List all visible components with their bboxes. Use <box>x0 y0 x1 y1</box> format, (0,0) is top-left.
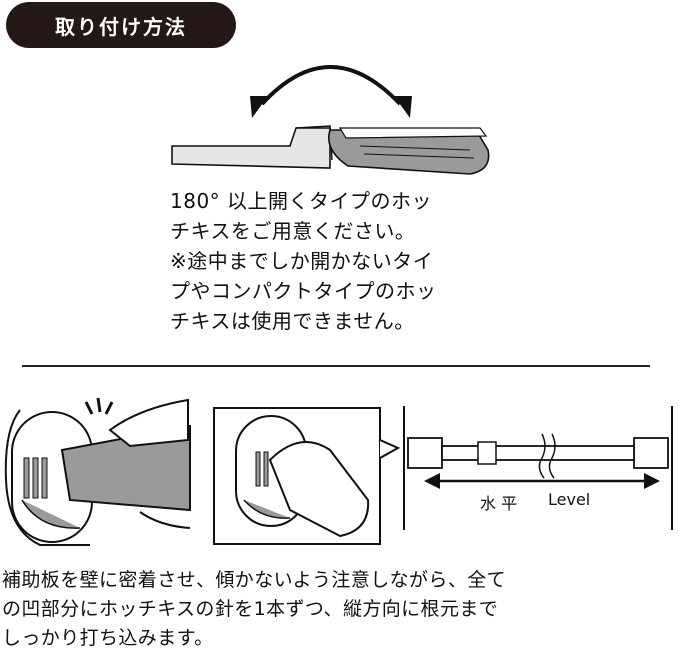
section-divider <box>22 365 650 367</box>
note-line: プやコンパクトタイプのホッ <box>170 279 437 303</box>
caption-line: しっかり打ち込みます。 <box>2 627 214 649</box>
note-line: チキスをご用意ください。 <box>170 219 416 243</box>
level-label-en: Level <box>548 490 591 509</box>
caption-line: 補助板を壁に密着させ、傾かないよう注意しながら、全て <box>2 569 507 591</box>
note-line: チキスは使用できません。 <box>170 309 415 333</box>
level-label-jp: 水 平 <box>480 494 518 513</box>
caption-line: の凹部分にホッチキスの針を1本ずつ、縦方向に根元まで <box>2 598 499 620</box>
section-title-badge: 取り付け方法 <box>6 2 236 48</box>
note-line: 180° 以上開くタイプのホッ <box>170 189 433 213</box>
note-line: ※途中までしか開かないタイ <box>170 249 434 273</box>
section-title: 取り付け方法 <box>55 14 187 39</box>
stapler-note: 180° 以上開くタイプのホッ チキスをご用意ください。 ※途中までしか開かない… <box>170 186 500 336</box>
instruction-caption: 補助板を壁に密着させ、傾かないよう注意しながら、全て の凹部分にホッチキスの針を… <box>2 566 678 653</box>
